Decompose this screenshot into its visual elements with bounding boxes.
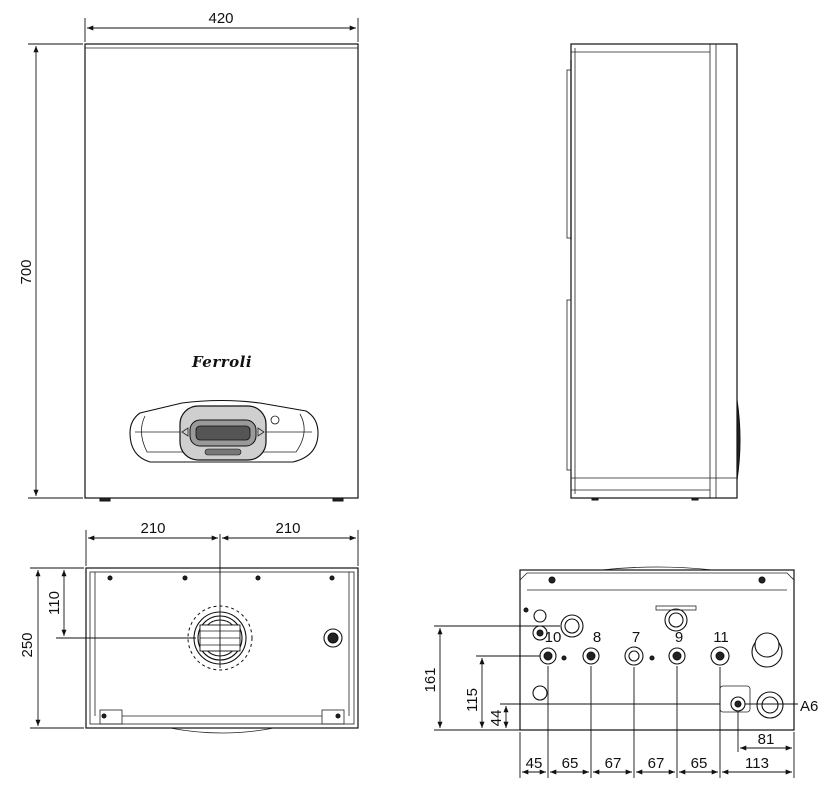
side-view	[566, 43, 741, 501]
top-casing	[85, 567, 359, 729]
bottom-casing	[519, 569, 795, 731]
height-label: 700	[18, 259, 35, 284]
gas-label: A6	[800, 698, 818, 715]
left-width-label: 210	[140, 520, 165, 537]
connection-8-fitting	[582, 647, 600, 665]
spacing-67b-label: 67	[648, 755, 665, 772]
connection-7-label: 7	[632, 629, 640, 646]
bottom-view: 10 8 7 9 11 A6 161 115 44 81	[422, 566, 818, 778]
connection-11-fitting	[710, 646, 730, 666]
control-panel	[129, 399, 319, 463]
flue-depth-label: 110	[46, 591, 63, 615]
connection-7-fitting	[624, 646, 644, 666]
connection-11-label: 11	[713, 629, 729, 646]
connection-9-label: 9	[675, 629, 683, 646]
spacing-113-label: 113	[745, 755, 769, 772]
spacing-65a-label: 65	[562, 755, 579, 772]
spacing-65b-label: 65	[691, 755, 708, 772]
side-casing	[570, 43, 738, 499]
mode-button-icon	[270, 415, 280, 425]
spacing-45-label: 45	[526, 755, 543, 772]
top-view: 210 210 110 250	[19, 520, 359, 734]
brand-logo: Ferroli	[191, 353, 252, 371]
connection-10-fitting	[539, 647, 557, 665]
depth-label: 250	[19, 632, 36, 657]
connection-10-label: 10	[545, 629, 562, 646]
front-view: 420 700 Ferroli	[18, 10, 359, 502]
front-casing	[84, 43, 359, 499]
height-115-label: 115	[464, 688, 481, 712]
height-161-label: 161	[422, 667, 439, 692]
height-44-label: 44	[488, 710, 505, 727]
width-label: 420	[208, 10, 233, 27]
connection-9-fitting	[668, 647, 686, 665]
spacing-67a-label: 67	[605, 755, 622, 772]
gas-connection-fitting	[719, 685, 784, 719]
offset-81-label: 81	[758, 731, 775, 748]
right-width-label: 210	[275, 520, 300, 537]
connection-8-label: 8	[593, 629, 601, 646]
